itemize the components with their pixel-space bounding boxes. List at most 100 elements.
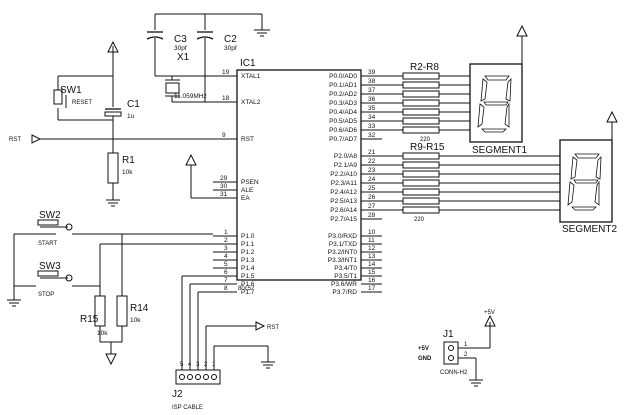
pin-num-p30: 10 — [368, 229, 376, 236]
pin-name-p25: P2.5/A13 — [330, 198, 357, 205]
sw1-label: RESET — [72, 100, 92, 106]
pin-name-p05: P0.5/AD5 — [329, 118, 357, 125]
pin-num-p15: 6 — [224, 269, 228, 276]
ic1-ref: IC1 — [240, 58, 256, 69]
crystal-oscillator-network — [146, 13, 270, 103]
j2-ref: J2 — [172, 389, 183, 400]
ic1-left-pin-stubs — [213, 75, 237, 293]
pin-num-p31: 11 — [368, 237, 375, 244]
r14-value: 10k — [130, 317, 141, 324]
sw3-ref: SW3 — [39, 261, 61, 272]
pin-num-p12: 3 — [224, 245, 228, 252]
pin-name-p14: P1.4 — [241, 265, 255, 272]
pin-name-xtal2: XTAL2 — [241, 99, 261, 106]
pin-num-p10: 1 — [224, 229, 228, 236]
c3-ref: C3 — [174, 34, 187, 45]
r1-value: 10k — [122, 169, 133, 176]
pin-name-p12: P1.2 — [241, 249, 255, 256]
pin-num-xtal1: 19 — [222, 69, 230, 76]
pin-name-p20: P2.0/A8 — [334, 153, 358, 160]
c1-value: 1u — [127, 113, 135, 120]
pin-num-p21: 22 — [368, 158, 376, 165]
pin-num-p07: 32 — [368, 132, 376, 139]
pin-name-p33: P3.3/INT1 — [328, 257, 358, 264]
pin-name-p36: P3.6/WR — [331, 281, 357, 288]
pin-num-p00: 39 — [368, 69, 376, 76]
j1-supply-label: +5V — [484, 310, 495, 316]
pin-name-p03: P0.3/AD3 — [329, 100, 357, 107]
seven-segment-display-2 — [559, 110, 618, 223]
pin-name-xtal1: XTAL1 — [241, 73, 261, 80]
pin-name-ea: EA — [241, 195, 250, 202]
seven-segment-display-1 — [469, 24, 528, 143]
r15-value: 10k — [97, 330, 108, 337]
ic1-right-pin-stubs — [361, 75, 382, 293]
ic1-body — [236, 69, 362, 281]
pin-name-rst: RST — [241, 136, 254, 143]
pin-num-p17: 8 — [224, 285, 228, 292]
pin-num-p05: 34 — [368, 114, 376, 121]
pin-name-p07: P0.7/AD7 — [329, 136, 357, 143]
pin-num-p34: 14 — [368, 261, 376, 268]
pin-num-p11: 2 — [224, 237, 228, 244]
pin-num-p14: 5 — [224, 261, 228, 268]
pin-num-psen: 29 — [220, 175, 228, 182]
pin-name-ale: ALE — [241, 187, 254, 194]
pin-num-xtal2: 18 — [222, 95, 230, 102]
isp-pin-4: 4 — [188, 362, 192, 368]
pin-name-p34: P3.4/T0 — [334, 265, 357, 272]
x1-ref: X1 — [177, 52, 190, 63]
pin-name-p24: P2.4/A12 — [330, 189, 357, 196]
j1-pin1: 1 — [464, 342, 468, 348]
pin-name-p15: P1.5 — [241, 273, 255, 280]
sw3-label: STOP — [38, 292, 54, 298]
pin-num-ea: 31 — [220, 191, 228, 198]
pin-name-psen: PSEN — [241, 179, 259, 186]
pin-name-p06: P0.6/AD6 — [329, 127, 357, 134]
pin-num-p24: 25 — [368, 185, 376, 192]
sw2-ref: SW2 — [39, 210, 61, 221]
pin-num-p36: 16 — [368, 277, 376, 284]
pin-num-p27: 28 — [368, 212, 376, 219]
resistor-array-r2-r8 — [382, 72, 470, 134]
array1-value: 220 — [420, 137, 431, 143]
isp-pin-2: 2 — [204, 362, 208, 368]
c2-value: 30pf — [224, 45, 237, 52]
pin-num-rst: 9 — [222, 132, 226, 139]
sw2-label: START — [38, 241, 57, 247]
pin-num-p23: 24 — [368, 176, 376, 183]
sw1-ref: SW1 — [60, 85, 82, 96]
pin-num-p01: 38 — [368, 78, 376, 85]
j1-power-connector — [443, 314, 496, 387]
r1-ref: R1 — [122, 155, 135, 166]
c1-ref: C1 — [127, 99, 140, 110]
isp-pin-5: 5 — [180, 362, 184, 368]
j1-pin2: 2 — [464, 352, 468, 358]
pin-name-p21: P2.1/A9 — [334, 162, 358, 169]
pin-name-p30: P3.0/RXD — [328, 233, 357, 240]
rst-net-label: RST — [9, 137, 21, 143]
j1-gnd-label: GND — [418, 356, 432, 362]
pin-num-p35: 15 — [368, 269, 376, 276]
start-stop-switch-network — [7, 219, 213, 366]
reset-network — [31, 40, 213, 207]
pin-num-p03: 36 — [368, 96, 376, 103]
pin-name-p02: P0.2/AD2 — [329, 91, 357, 98]
pin-num-ale: 30 — [220, 183, 228, 190]
pin-name-p16: P1.6 — [241, 281, 255, 288]
r14-ref: R14 — [130, 303, 149, 314]
array2-ref: R9-R15 — [410, 142, 445, 153]
pin-name-p17: P1.7 — [241, 289, 255, 296]
pin-num-p33: 13 — [368, 253, 376, 260]
pin-num-p04: 35 — [368, 105, 376, 112]
j1-part: CONN-H2 — [440, 370, 468, 376]
pin-num-p32: 12 — [368, 245, 376, 252]
pin-name-p26: P2.6/A14 — [330, 207, 357, 214]
resistor-array-r9-r15 — [382, 152, 560, 214]
pin-num-p02: 37 — [368, 87, 376, 94]
pin-num-p20: 21 — [368, 149, 376, 156]
pin-name-p23: P2.3/A11 — [331, 180, 358, 187]
pin-name-p27: P2.7/A15 — [330, 216, 357, 223]
c3-value: 30pf — [174, 45, 187, 52]
